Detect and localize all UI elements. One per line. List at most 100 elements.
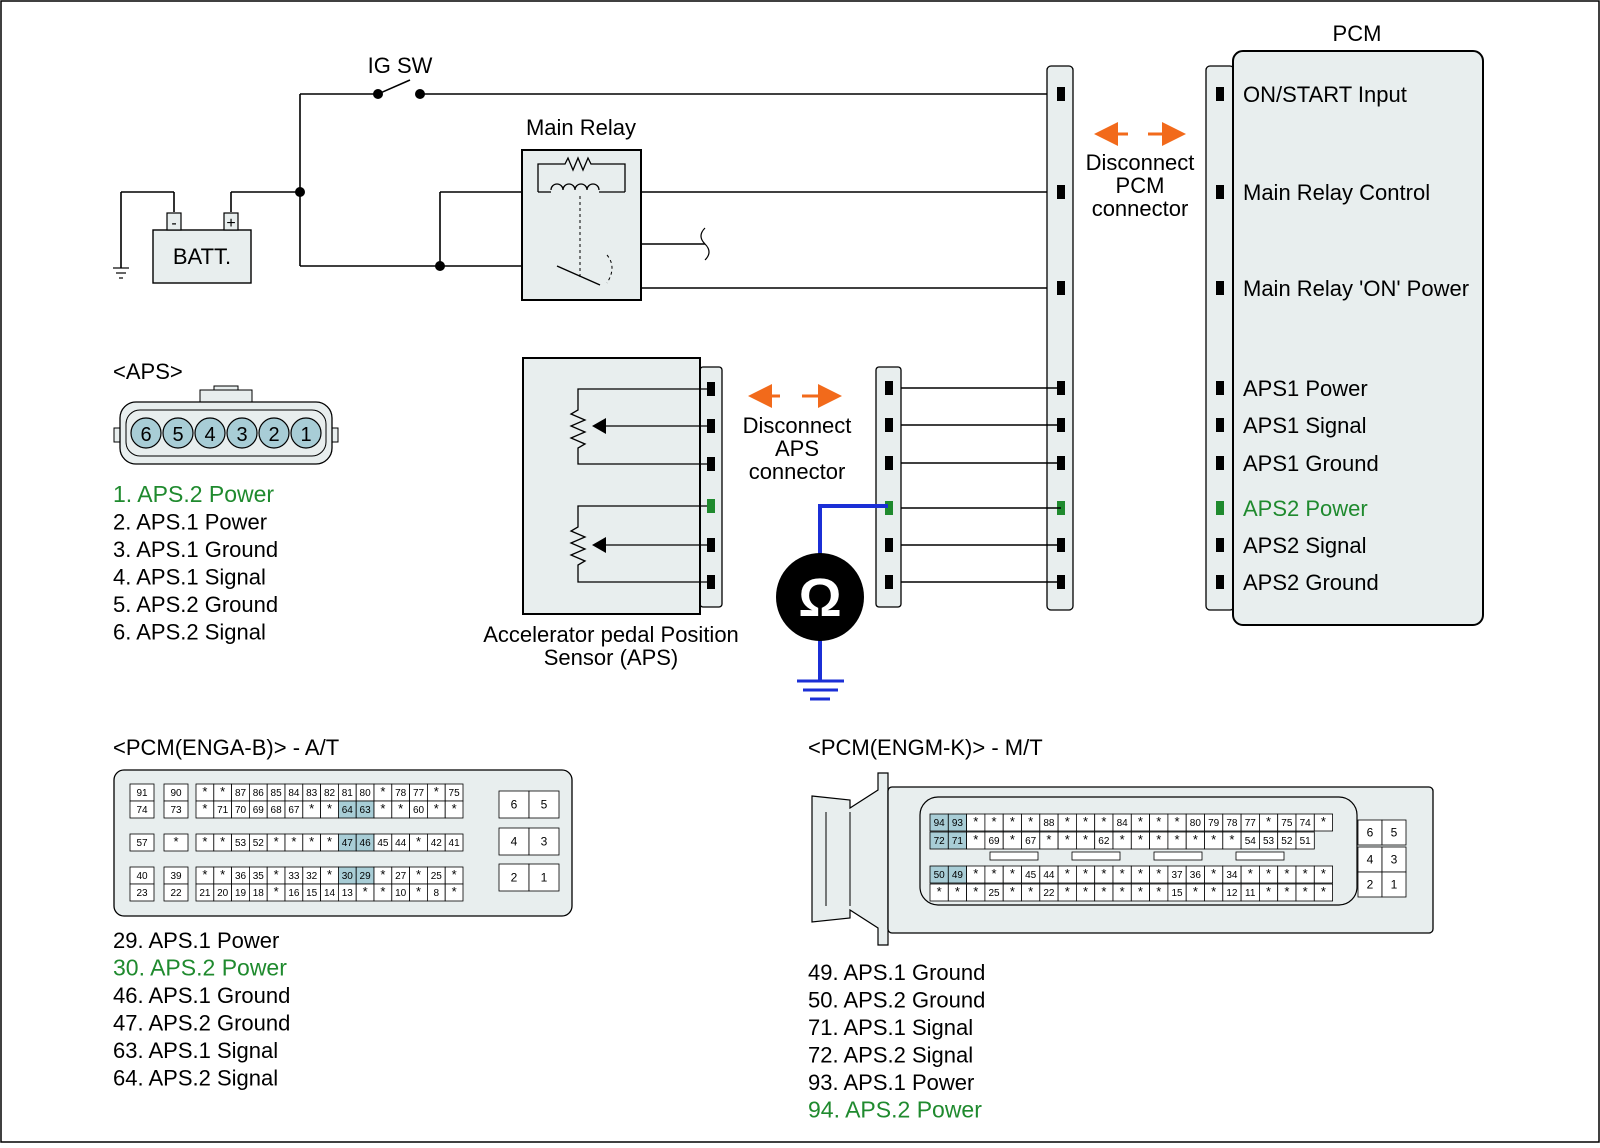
connector-pin-number: * (1010, 866, 1015, 881)
side-block-cell (1357, 819, 1383, 846)
pin-list-item: 30. APS.2 Power (113, 955, 287, 981)
aps-to-pcm-wires (889, 387, 1061, 583)
pin-list-item: 64. APS.2 Signal (113, 1066, 278, 1091)
pin-list-item: 94. APS.2 Power (808, 1097, 982, 1123)
connector-pin-number: * (452, 801, 457, 816)
aps-connector-pin-number: 4 (204, 424, 215, 446)
connector-pin-number: * (973, 866, 978, 881)
connector-pin-number: * (380, 801, 385, 816)
pcm-pin-marker (1216, 418, 1224, 432)
connector-pin-number: 44 (1043, 870, 1055, 881)
side-block-cell (528, 790, 560, 819)
pcm-module (1232, 50, 1484, 626)
connector-pin-number: 57 (136, 838, 148, 849)
connector-pin-number: 34 (1226, 870, 1238, 881)
connector-pin-number: * (1211, 866, 1216, 881)
pin-list-item: 2. APS.1 Power (113, 510, 267, 535)
connector-pin-number: * (1229, 832, 1234, 847)
aps-sensor-label-2: Sensor (APS) (544, 645, 679, 670)
pcm-pin-label: APS2 Power (1243, 496, 1368, 521)
pin-list-item: 93. APS.1 Power (808, 1070, 974, 1095)
connector-pin-number: 75 (449, 788, 461, 799)
connector-pin-number: 80 (360, 788, 372, 799)
pcm-pin-marker (1216, 185, 1224, 199)
connector-pin-number: 63 (360, 805, 372, 816)
connector-pin-number: 25 (988, 888, 1000, 899)
connector-pin-number: * (416, 884, 421, 899)
connector-pin-number: 47 (342, 838, 354, 849)
connector-pin-cell (129, 833, 155, 852)
connector-pin-number: * (1138, 866, 1143, 881)
connector-pin-number: 91 (136, 788, 148, 799)
connector-pin-number: 67 (1025, 836, 1037, 847)
disconnect-pcm-label-3: connector (1092, 196, 1189, 221)
connector-pin-cell (163, 833, 189, 852)
aps-sensor (522, 357, 723, 615)
aps-sensor-pin (707, 575, 715, 589)
connector-pin-number: * (992, 814, 997, 829)
connector-pin-number: * (1175, 814, 1180, 829)
connector-pin-number: 41 (449, 838, 461, 849)
connector-pin-number: * (1101, 814, 1106, 829)
connector-pin-number: 70 (235, 805, 247, 816)
connector-pin-number: 82 (324, 788, 336, 799)
key-slot (1153, 851, 1203, 861)
aps-harness-pin (885, 381, 893, 395)
connector-pin-number: 78 (395, 788, 407, 799)
connector-pin-number: 85 (271, 788, 283, 799)
connector-pin-number: 78 (1226, 818, 1238, 829)
wire-break-mark (700, 227, 710, 261)
connector-pin-number: * (1083, 866, 1088, 881)
connector-pin-number: * (202, 834, 207, 849)
connector-pin-number: * (291, 834, 296, 849)
side-block-number: 1 (1391, 878, 1398, 892)
battery-label: BATT. (173, 244, 231, 269)
aps-connector-pin-number: 2 (268, 424, 279, 446)
connector-pin-number: * (1321, 814, 1326, 829)
pin-list-item: 49. APS.1 Ground (808, 960, 985, 985)
connector-pin-number: * (1248, 866, 1253, 881)
connector-pin-number: 44 (395, 838, 407, 849)
connector-pin-number: 69 (253, 805, 265, 816)
connector-pin-number: 90 (170, 788, 182, 799)
connector-pin-cell (444, 800, 464, 819)
aps-harness-pin (885, 501, 893, 515)
connector-pin-number: 13 (342, 888, 354, 899)
connector-pin-number: 71 (952, 836, 964, 847)
connector-pin-number: 71 (217, 805, 229, 816)
aps-sensor-pin (707, 457, 715, 471)
connector-pin-number: * (220, 867, 225, 882)
connector-pin-number: * (1284, 884, 1289, 899)
connector-pin-number: * (173, 834, 178, 849)
pcm-pin-label: APS2 Ground (1243, 570, 1379, 595)
pcm-harness-pin (1057, 281, 1065, 295)
side-block-number: 4 (1367, 853, 1374, 867)
connector-pin-number: * (220, 834, 225, 849)
connector-pin-number: * (398, 801, 403, 816)
connector-pin-number: * (1083, 832, 1088, 847)
connector-pin-cell (129, 883, 155, 902)
connector-pin-number: * (973, 832, 978, 847)
connector-pin-number: 18 (253, 888, 265, 899)
connector-pin-number: 46 (360, 838, 372, 849)
side-block-number: 2 (1367, 878, 1374, 892)
pcm-pin-marker (1216, 501, 1224, 515)
power-circuit (120, 79, 1060, 289)
pin-list-item: 50. APS.2 Ground (808, 988, 985, 1013)
connector-pin-number: 22 (1043, 888, 1055, 899)
connector-pin-number: 54 (1245, 836, 1257, 847)
disconnect-pcm-label-2: PCM (1116, 173, 1165, 198)
connector-pin-number: 39 (170, 871, 182, 882)
main-relay: Main Relay (521, 115, 642, 301)
aps-harness-pin (885, 538, 893, 552)
side-block-number: 4 (511, 835, 518, 849)
disconnect-aps-label-3: connector (749, 459, 846, 484)
connector-pin-number: * (416, 867, 421, 882)
side-block-cell (498, 827, 530, 856)
side-block-number: 5 (541, 798, 548, 812)
